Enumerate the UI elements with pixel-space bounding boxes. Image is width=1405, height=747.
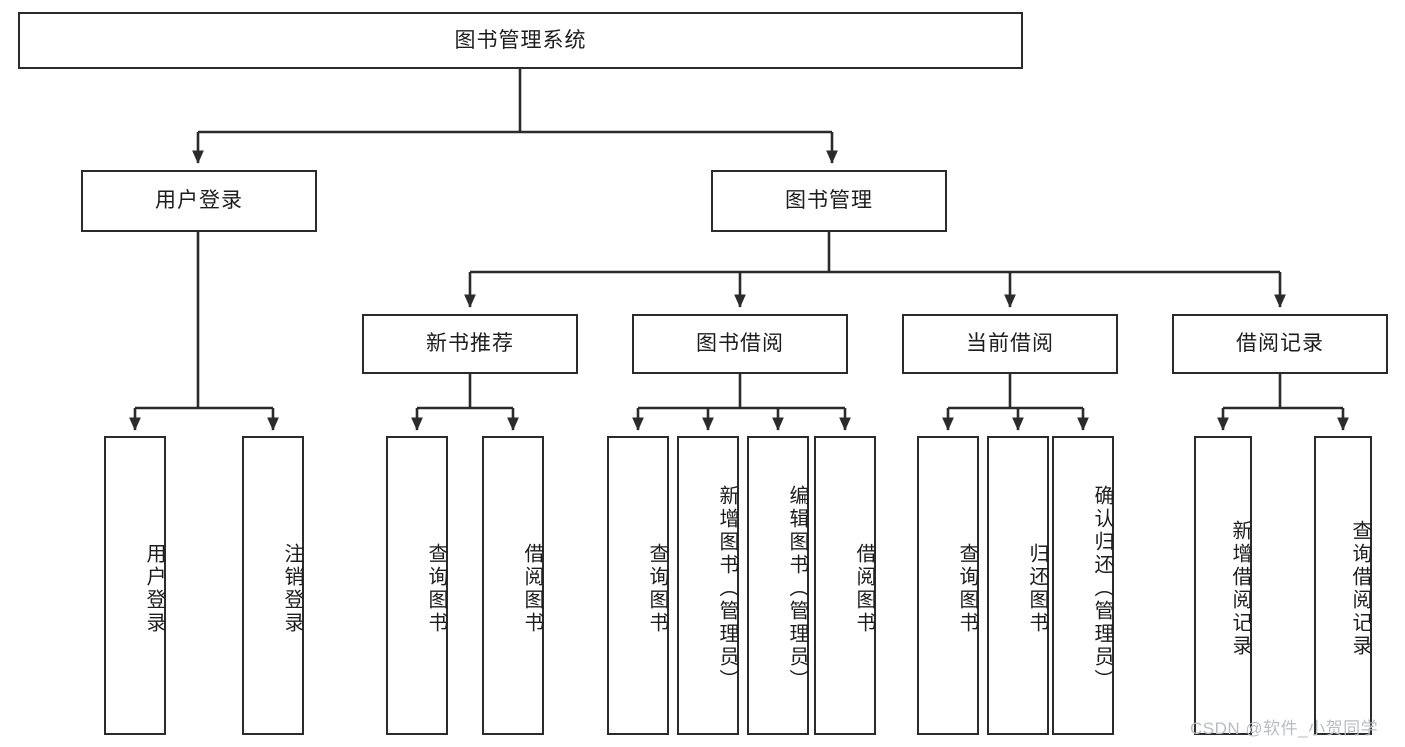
leaf-label: 新增图书（管理员） <box>716 485 738 692</box>
edge-group-current-borrow <box>942 374 1089 431</box>
csdn-watermark: CSDN @软件_小贺同学 <box>1190 719 1379 738</box>
leaf-label: 编辑图书（管理员） <box>786 485 808 692</box>
leaf-label: 查询图书 <box>646 542 668 635</box>
leaf-label: 查询借阅记录 <box>1349 519 1371 658</box>
edge-group-root <box>192 69 838 164</box>
leaf-query-book-recommend[interactable]: 查询图书 <box>386 436 448 735</box>
leaf-query-book-current[interactable]: 查询图书 <box>917 436 979 735</box>
leaf-return-book[interactable]: 归还图书 <box>987 436 1049 735</box>
leaf-confirm-return[interactable]: 确认归还（管理员） <box>1052 436 1114 735</box>
node-borrow-record[interactable]: 借阅记录 <box>1172 314 1388 374</box>
node-user-login[interactable]: 用户登录 <box>81 170 317 232</box>
edge-group-borrow-record <box>1217 374 1349 431</box>
node-root-system[interactable]: 图书管理系统 <box>18 12 1023 69</box>
edge-group-book-manage <box>464 232 1286 308</box>
leaf-edit-book[interactable]: 编辑图书（管理员） <box>747 436 809 735</box>
leaf-label: 借阅图书 <box>853 542 875 635</box>
leaf-label: 查询图书 <box>425 542 447 635</box>
node-current-borrow[interactable]: 当前借阅 <box>902 314 1118 374</box>
leaf-label: 查询图书 <box>956 542 978 635</box>
node-book-borrow[interactable]: 图书借阅 <box>632 314 848 374</box>
leaf-user-logout[interactable]: 注销登录 <box>242 436 304 735</box>
leaf-label: 确认归还（管理员） <box>1091 485 1113 692</box>
edge-group-new-book-recommend <box>411 374 519 431</box>
leaf-label: 归还图书 <box>1026 542 1048 635</box>
leaf-label: 新增借阅记录 <box>1229 519 1251 658</box>
leaf-query-book-borrow[interactable]: 查询图书 <box>607 436 669 735</box>
node-book-manage[interactable]: 图书管理 <box>711 170 947 232</box>
leaf-borrow-book[interactable]: 借阅图书 <box>814 436 876 735</box>
edge-group-book-borrow <box>632 374 851 431</box>
leaf-add-book[interactable]: 新增图书（管理员） <box>677 436 739 735</box>
leaf-add-borrow-record[interactable]: 新增借阅记录 <box>1194 436 1252 735</box>
node-new-book-recommend[interactable]: 新书推荐 <box>362 314 578 374</box>
leaf-borrow-book-recommend[interactable]: 借阅图书 <box>482 436 544 735</box>
leaf-label: 用户登录 <box>143 542 165 635</box>
leaf-query-borrow-record[interactable]: 查询借阅记录 <box>1314 436 1372 735</box>
leaf-label: 借阅图书 <box>521 542 543 635</box>
edge-group-user-login <box>129 232 279 431</box>
leaf-label: 注销登录 <box>281 542 303 635</box>
leaf-user-login[interactable]: 用户登录 <box>104 436 166 735</box>
